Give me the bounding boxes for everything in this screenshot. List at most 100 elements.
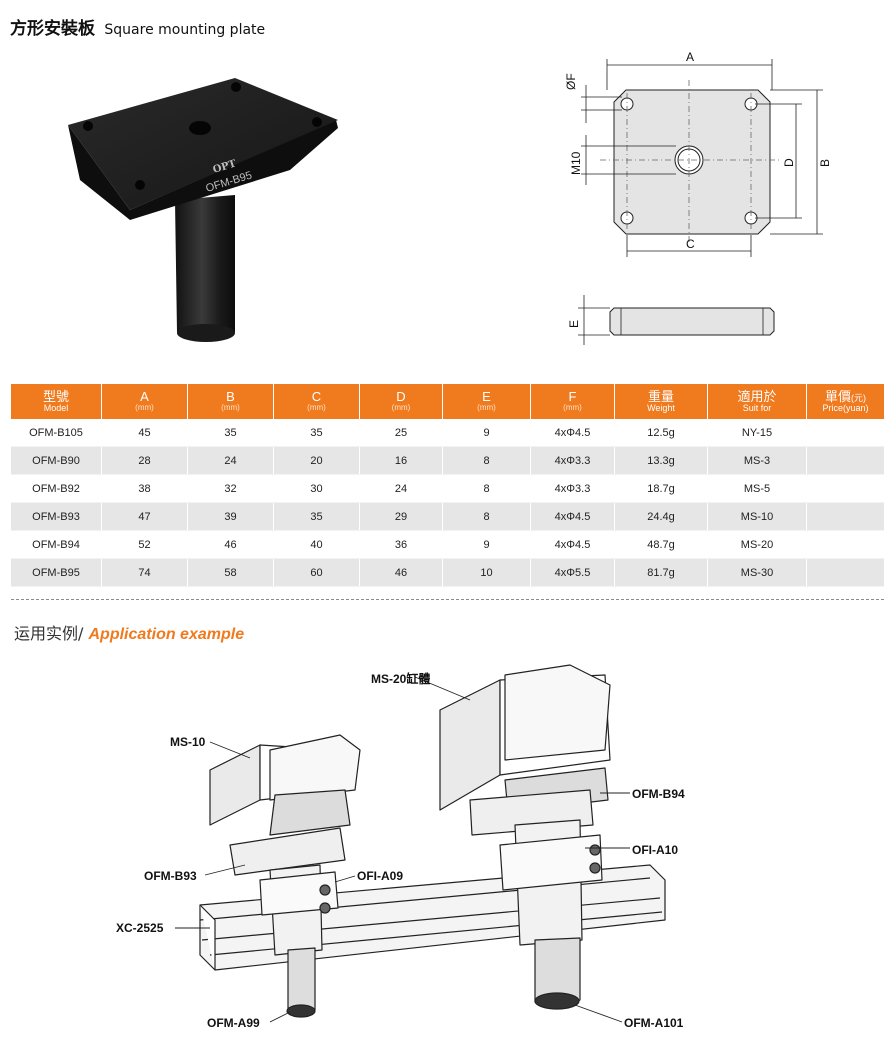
- cell-a: 45: [101, 419, 188, 447]
- callout-ms20: MS-20缸體: [371, 672, 431, 686]
- col-header-c: C(mm): [273, 384, 360, 419]
- plate-top: [68, 78, 338, 210]
- cell-d: 24: [359, 474, 443, 503]
- cell-model: OFM-B93: [11, 502, 102, 531]
- page-title-en: Square mounting plate: [104, 22, 266, 38]
- col-header-a: A(mm): [101, 384, 188, 419]
- cell-f: 4xΦ4.5: [530, 419, 615, 447]
- cell-suit-for: NY-15: [707, 419, 807, 447]
- cell-e: 8: [442, 446, 531, 475]
- cell-d: 46: [359, 558, 443, 587]
- cell-weight: 24.4g: [614, 502, 708, 531]
- section-divider: [11, 599, 884, 600]
- cell-b: 46: [187, 530, 274, 559]
- dim-label-b: B: [818, 159, 832, 167]
- cell-price: [806, 558, 884, 587]
- cell-c: 35: [273, 419, 360, 447]
- cell-e: 9: [442, 530, 531, 559]
- page-title-cn: 方形安裝板: [10, 19, 95, 39]
- cell-price: [806, 530, 884, 559]
- cell-e: 10: [442, 558, 531, 587]
- cell-c: 60: [273, 558, 360, 587]
- dim-label-m10: M10: [569, 151, 583, 175]
- cell-a: 74: [101, 558, 188, 587]
- cell-price: [806, 502, 884, 531]
- dim-label-f: ØF: [564, 73, 578, 90]
- col-header-price: 單價(元)Price(yuan): [806, 384, 884, 419]
- callout-ms10: MS-10: [170, 735, 206, 749]
- cell-weight: 13.3g: [614, 446, 708, 475]
- cell-price: [806, 446, 884, 475]
- cell-a: 38: [101, 474, 188, 503]
- cell-model: OFM-B94: [11, 530, 102, 559]
- callout-ofm-a99: OFM-A99: [207, 1016, 260, 1030]
- cell-a: 47: [101, 502, 188, 531]
- cell-c: 40: [273, 530, 360, 559]
- application-title: 运用实例/ Application example: [14, 620, 244, 644]
- dim-label-a: A: [686, 50, 694, 64]
- application-title-en: Application example: [88, 626, 245, 643]
- col-header-e: E(mm): [442, 384, 531, 419]
- cell-d: 16: [359, 446, 443, 475]
- col-header-d: D(mm): [359, 384, 443, 419]
- cell-weight: 48.7g: [614, 530, 708, 559]
- product-photo: OPT OFM-B95: [68, 78, 338, 342]
- cell-f: 4xΦ3.3: [530, 474, 615, 503]
- callout-ofm-b93: OFM-B93: [144, 869, 197, 883]
- cell-b: 58: [187, 558, 274, 587]
- cell-d: 25: [359, 419, 443, 447]
- cell-model: OFM-B95: [11, 558, 102, 587]
- cell-weight: 81.7g: [614, 558, 708, 587]
- cell-d: 29: [359, 502, 443, 531]
- callout-ofi-a09: OFI-A09: [357, 869, 404, 883]
- cell-f: 4xΦ4.5: [530, 530, 615, 559]
- cell-a: 28: [101, 446, 188, 475]
- side-view-plate: [609, 307, 775, 336]
- page-title: 方形安裝板 Square mounting plate: [10, 14, 265, 39]
- cell-weight: 12.5g: [614, 419, 708, 447]
- callout-ofm-a101: OFM-A101: [624, 1016, 684, 1030]
- cell-c: 30: [273, 474, 360, 503]
- cell-a: 52: [101, 530, 188, 559]
- cell-suit-for: MS-3: [707, 446, 807, 475]
- cell-b: 35: [187, 419, 274, 447]
- cell-suit-for: MS-30: [707, 558, 807, 587]
- cell-e: 9: [442, 419, 531, 447]
- cell-f: 4xΦ4.5: [530, 502, 615, 531]
- cell-suit-for: MS-20: [707, 530, 807, 559]
- cell-model: OFM-B90: [11, 446, 102, 475]
- cell-e: 8: [442, 474, 531, 503]
- col-header-f: F(mm): [530, 384, 615, 419]
- col-header-b: B(mm): [187, 384, 274, 419]
- cell-model: OFM-B105: [11, 419, 102, 447]
- cell-f: 4xΦ5.5: [530, 558, 615, 587]
- cell-suit-for: MS-5: [707, 474, 807, 503]
- callout-ofi-a10: OFI-A10: [632, 843, 679, 857]
- cell-c: 20: [273, 446, 360, 475]
- cell-e: 8: [442, 502, 531, 531]
- cell-c: 35: [273, 502, 360, 531]
- cell-suit-for: MS-10: [707, 502, 807, 531]
- cell-weight: 18.7g: [614, 474, 708, 503]
- cell-b: 32: [187, 474, 274, 503]
- callout-xc2525: XC-2525: [116, 921, 164, 935]
- callout-ofm-b94: OFM-B94: [632, 787, 685, 801]
- cell-d: 36: [359, 530, 443, 559]
- application-illustration: [175, 664, 666, 1023]
- cell-price: [806, 419, 884, 447]
- cell-model: OFM-B92: [11, 474, 102, 503]
- cell-b: 39: [187, 502, 274, 531]
- cell-price: [806, 474, 884, 503]
